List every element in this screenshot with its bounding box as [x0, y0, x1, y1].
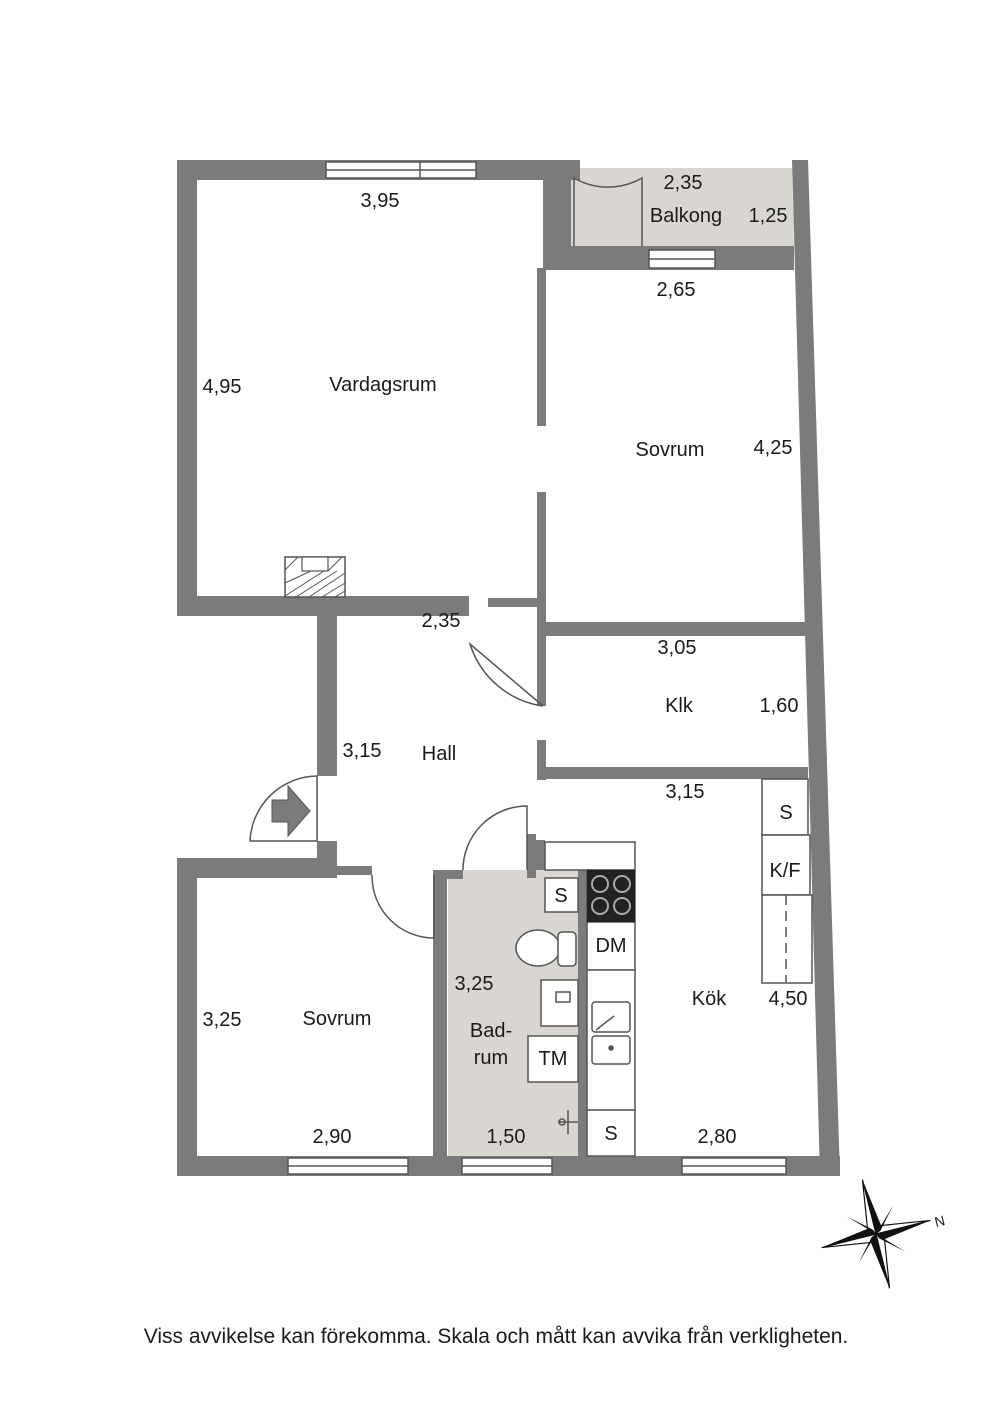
dim-vardagsrum-width: 3,95 [361, 190, 400, 212]
dim-sovrum-bottom-width: 2,90 [313, 1126, 352, 1148]
dim-sovrum-top-width: 2,65 [657, 279, 696, 301]
walls [177, 160, 840, 1176]
balcony-floor [571, 168, 794, 246]
stove-icon [587, 870, 635, 922]
sink-icon [591, 1001, 631, 1065]
dim-balkong-width: 2,35 [664, 172, 703, 194]
klk-door [468, 641, 544, 707]
room-badrum-line2: rum [474, 1047, 508, 1069]
dim-sovrum-bottom-depth: 3,25 [203, 1009, 242, 1031]
dim-kok-width-bottom: 2,80 [698, 1126, 737, 1148]
room-sovrum-top: Sovrum [636, 439, 705, 461]
bathroom-door [462, 805, 528, 871]
fireplace-icon [284, 556, 346, 598]
room-vardagsrum: Vardagsrum [329, 374, 436, 396]
entrance-door [249, 775, 318, 842]
doors [249, 176, 643, 939]
dim-kok-depth: 4,50 [769, 988, 808, 1010]
dim-badrum-depth: 3,25 [455, 973, 494, 995]
balcony-door [573, 176, 643, 246]
room-balkong: Balkong [650, 205, 722, 227]
fixture-kitchen-s-bottom: S [604, 1123, 617, 1145]
room-klk: Klk [665, 695, 694, 717]
room-hall: Hall [422, 743, 456, 765]
kitchen-fixtures [544, 778, 813, 1157]
fixture-tm: TM [539, 1048, 568, 1070]
room-sovrum-bottom: Sovrum [303, 1008, 372, 1030]
dim-klk-depth: 1,60 [760, 695, 799, 717]
fixture-dm: DM [595, 935, 626, 957]
entrance-arrow-icon [271, 784, 311, 838]
dim-badrum-width: 1,50 [487, 1126, 526, 1148]
shower-icon [558, 1110, 578, 1134]
disclaimer-text: Viss avvikelse kan förekomma. Skala och … [143, 1325, 849, 1348]
fixture-kitchen-s-top: S [779, 802, 792, 824]
room-badrum-line1: Bad- [470, 1020, 512, 1042]
bedroom-door [371, 874, 435, 939]
dim-balkong-depth: 1,25 [749, 205, 788, 227]
compass-north-label: N [933, 1212, 947, 1230]
dim-kok-width: 3,15 [666, 781, 705, 803]
dim-sovrum-top-depth: 4,25 [754, 437, 793, 459]
dim-vardagsrum-depth: 4,95 [203, 376, 242, 398]
windows [287, 161, 787, 1175]
fixture-kf: K/F [769, 860, 800, 882]
dim-hall-depth: 3,15 [343, 740, 382, 762]
compass-rose-icon [821, 1179, 931, 1289]
room-kok: Kök [692, 988, 727, 1010]
fixture-bath-s: S [554, 885, 567, 907]
bathroom-fixtures [527, 877, 579, 1083]
dim-klk-width: 3,05 [658, 637, 697, 659]
toilet-icon [515, 929, 577, 967]
dim-hall-width: 2,35 [422, 610, 461, 632]
